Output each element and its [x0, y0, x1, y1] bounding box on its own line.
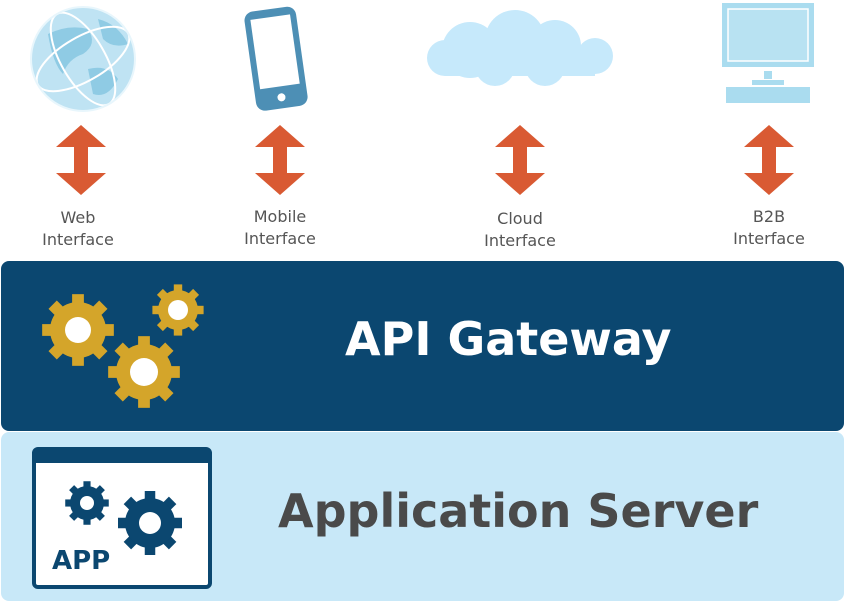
api-gateway-title: API Gateway [345, 312, 672, 366]
label-line: B2B [752, 207, 786, 226]
gear-icon [108, 336, 180, 408]
gear-icon [42, 294, 114, 366]
cloud-icon [427, 10, 613, 86]
label-line: Mobile [253, 207, 307, 226]
gears-icon [42, 284, 204, 408]
desktop-computer-icon [722, 3, 814, 103]
bidirectional-arrow-icon [56, 125, 106, 195]
gear-icon [65, 481, 109, 525]
application-server-title: Application Server [278, 484, 759, 538]
gear-icon [118, 491, 182, 555]
arrows-layer [56, 125, 794, 195]
bidirectional-arrow-icon [744, 125, 794, 195]
b2b-interface-label: B2B Interface [699, 206, 839, 250]
gear-icon [152, 284, 204, 336]
label-line: Interface [244, 229, 316, 248]
globe-icon [30, 6, 136, 112]
label-line: Web [60, 208, 96, 227]
label-line: Cloud [497, 209, 543, 228]
label-line: Interface [484, 231, 556, 250]
label-line: Interface [733, 229, 805, 248]
bidirectional-arrow-icon [255, 125, 305, 195]
app-label: APP [52, 546, 110, 576]
label-line: Interface [42, 230, 114, 249]
smartphone-icon [244, 6, 308, 111]
app-window-icon: APP [32, 447, 212, 589]
bidirectional-arrow-icon [495, 125, 545, 195]
